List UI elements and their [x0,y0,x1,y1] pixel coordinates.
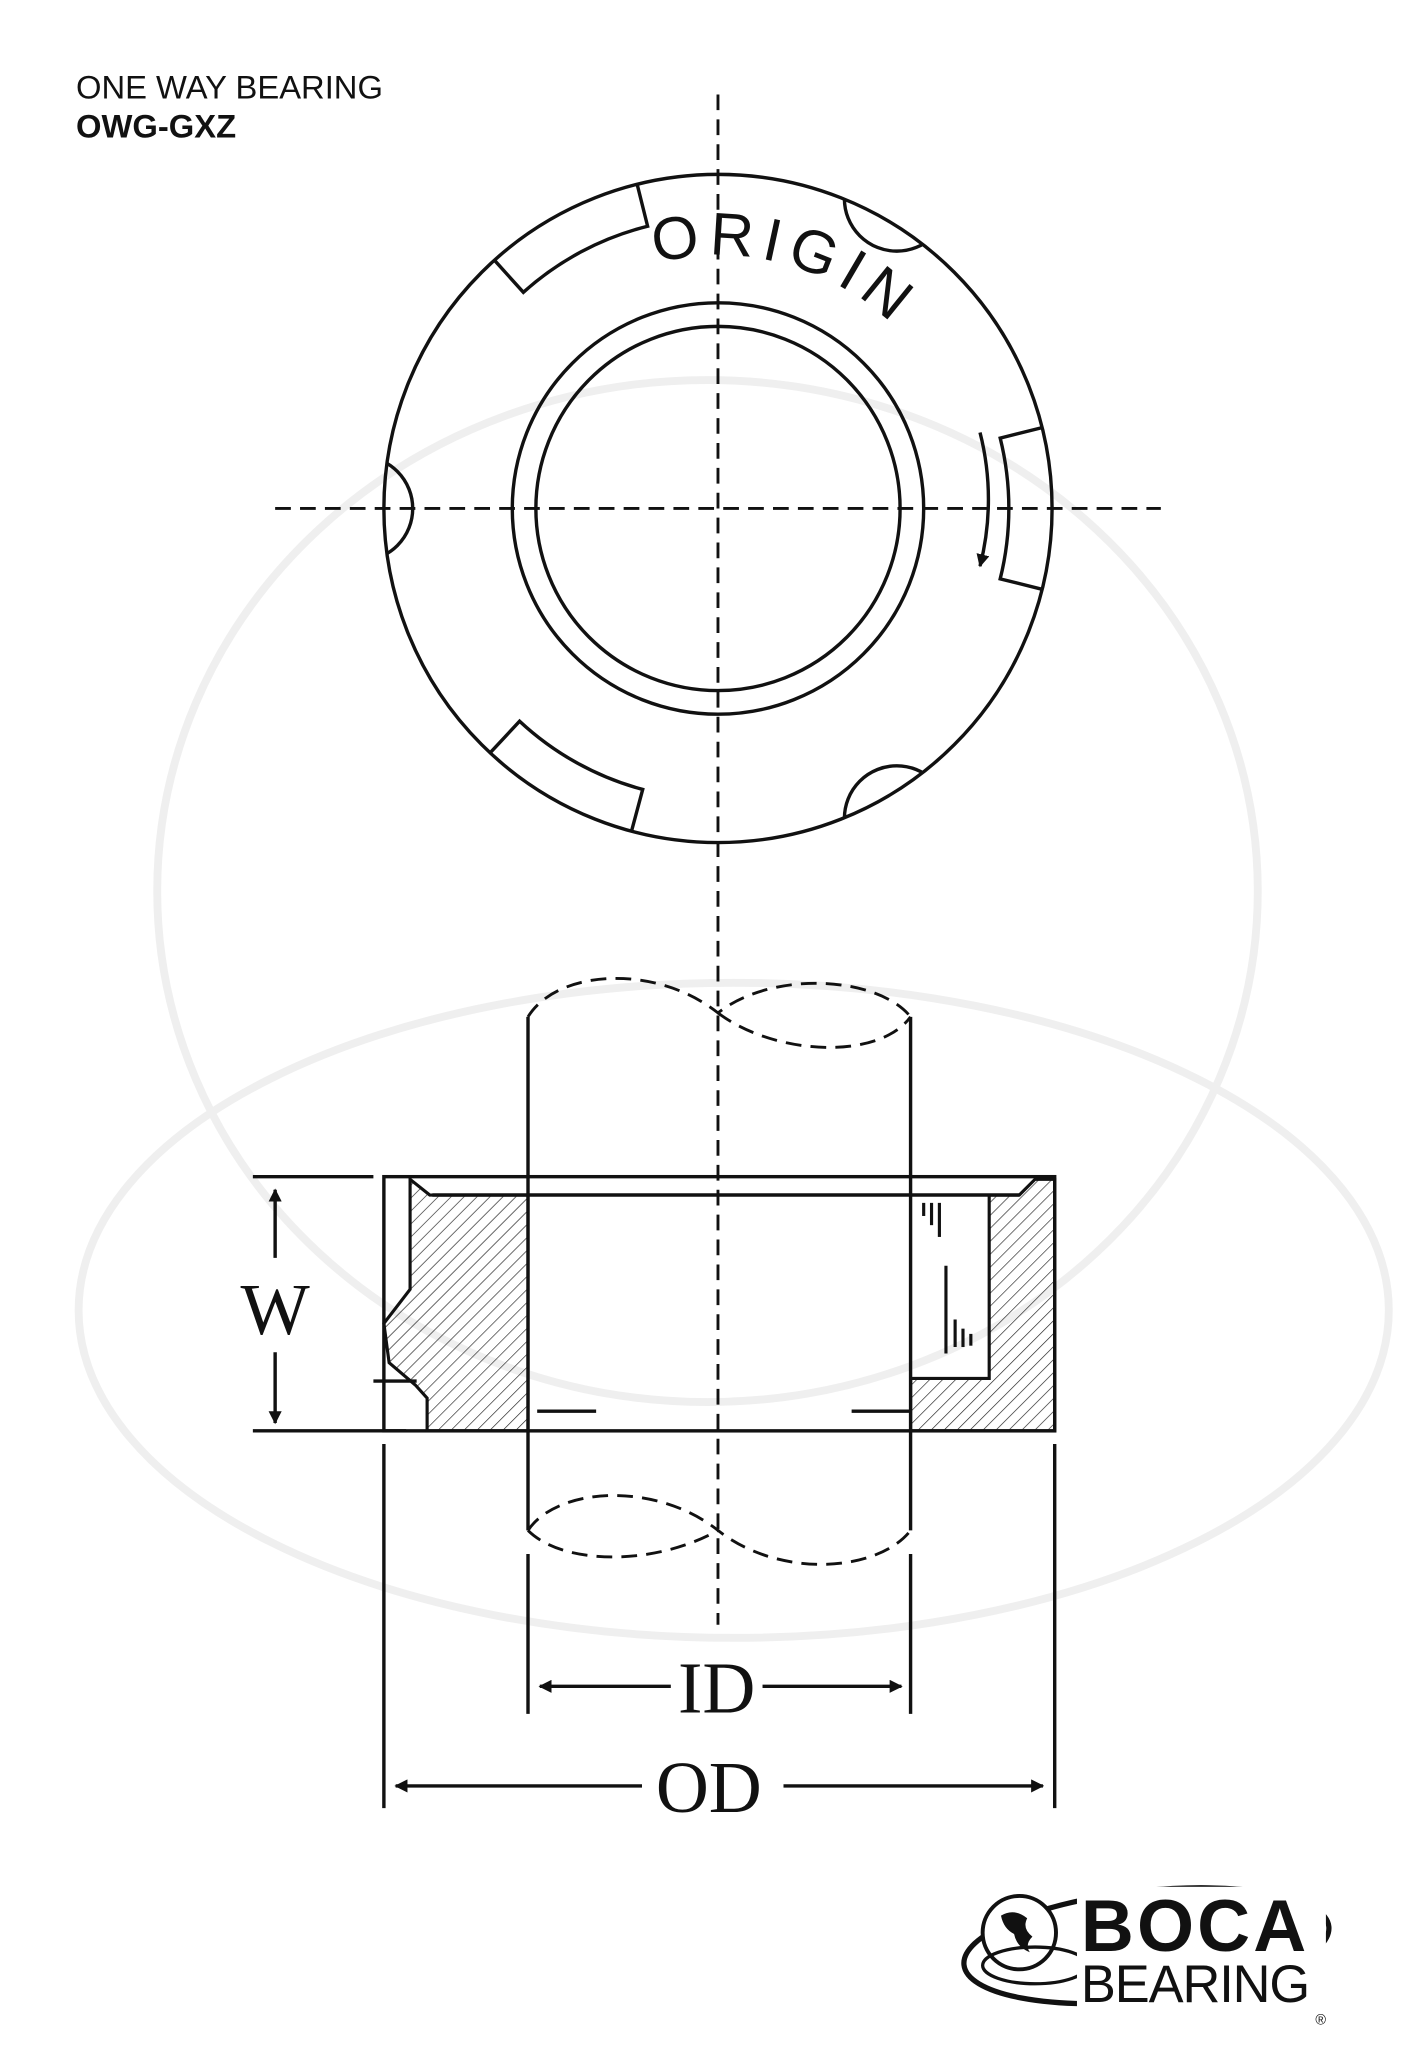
rotation-arrow-icon [976,432,991,568]
slot [488,718,645,832]
logo-line2: BEARING [1081,1956,1310,2014]
left-hatched-section [382,1176,530,1433]
product-category: ONE WAY BEARING [76,68,383,105]
notch [842,174,951,253]
slot [493,183,650,295]
notch [842,764,951,843]
outer-diameter-label: OD [656,1747,762,1828]
boca-bearing-logo: BOCA BEARING ® [961,1885,1332,2028]
width-label: W [241,1269,311,1350]
registered-mark: ® [1315,2012,1326,2028]
watermark [74,376,1393,1642]
inner-diameter-label: ID [678,1648,755,1729]
logo-line1: BOCA [1081,1885,1306,1967]
section-view: W ID OD [241,977,1057,1828]
right-hatched-section [909,1177,1057,1433]
part-number: OWG-GXZ [76,108,236,145]
